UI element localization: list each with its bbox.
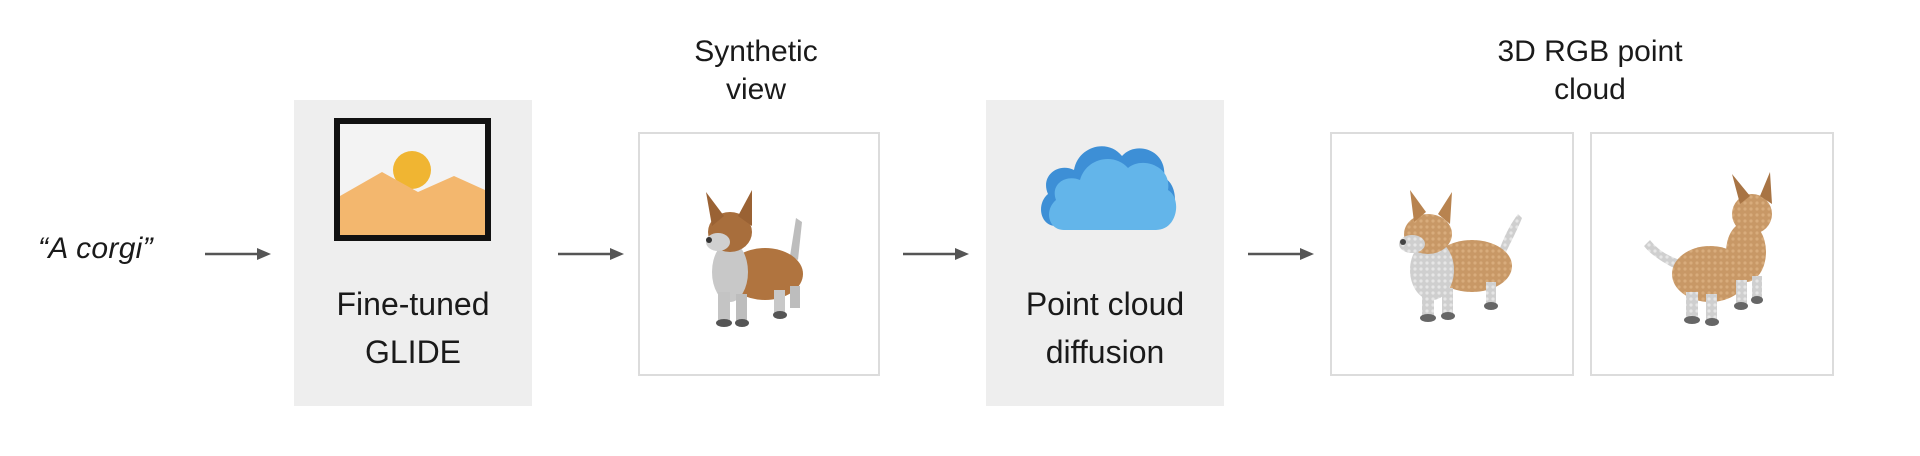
- diffusion-label-line1: Point cloud: [1025, 286, 1185, 322]
- arrow-1: [203, 244, 273, 264]
- glide-label-line1: Fine-tuned: [336, 286, 490, 322]
- point-cloud-render-image-2: [1640, 170, 1790, 340]
- glide-label-line2: GLIDE: [364, 334, 462, 370]
- image-icon: [334, 118, 491, 241]
- arrow-3: [901, 244, 971, 264]
- point-cloud-render-image-1: [1382, 182, 1532, 337]
- arrow-4: [1246, 244, 1316, 264]
- cloud-icon: [1036, 126, 1178, 239]
- point-cloud-diffusion-stage-box: Point cloud diffusion: [986, 100, 1224, 406]
- diffusion-label-line2: diffusion: [1045, 334, 1165, 370]
- synthetic-view-caption-line2: view: [725, 73, 786, 106]
- output-caption: 3D RGB point cloud: [1440, 33, 1740, 109]
- synthetic-view-caption: Synthetic view: [636, 33, 876, 109]
- synthetic-view-frame: [638, 132, 880, 376]
- arrow-2: [556, 244, 626, 264]
- point-cloud-view-1: [1330, 132, 1574, 376]
- output-caption-line1: 3D RGB point: [1497, 35, 1683, 68]
- point-cloud-view-2: [1590, 132, 1834, 376]
- output-caption-line2: cloud: [1554, 73, 1626, 106]
- input-prompt: “A corgi”: [38, 232, 153, 265]
- glide-stage-box: Fine-tuned GLIDE: [294, 100, 532, 406]
- synthetic-view-caption-line1: Synthetic: [694, 35, 818, 68]
- corgi-render-image: [690, 186, 820, 336]
